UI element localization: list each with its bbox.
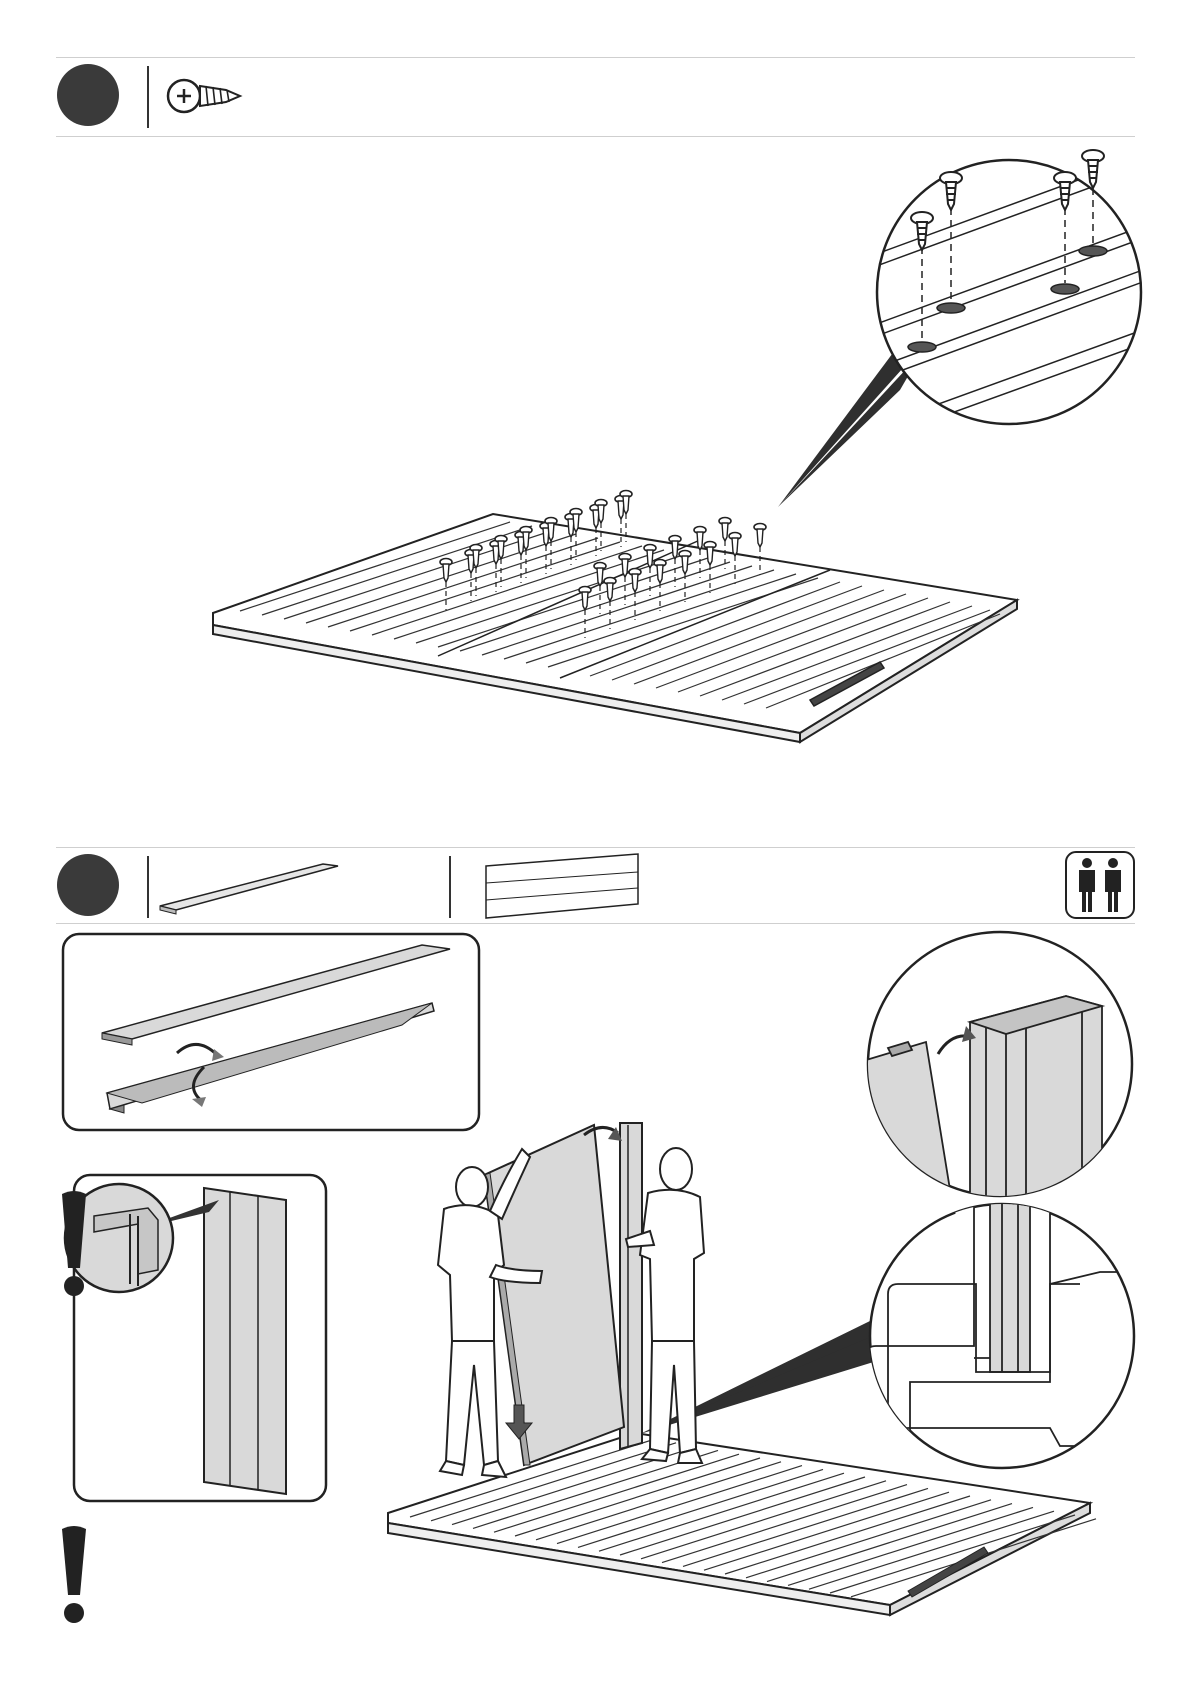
step-2-separator-1	[147, 856, 149, 918]
panel-orientation-warning-inset	[54, 1174, 328, 1504]
two-people-raising-panel	[380, 1115, 1100, 1625]
floor-base-with-screws	[0, 0, 1192, 760]
exclamation-icon	[58, 1525, 90, 1625]
step-2-badge	[57, 854, 119, 916]
strip-flip-inset	[62, 933, 482, 1133]
exclamation-icon	[58, 1190, 90, 1300]
wall-panel-icon	[484, 852, 640, 920]
floor-strip-icon	[158, 858, 343, 918]
step-2-top-rule	[56, 847, 1135, 848]
two-people-icon	[1065, 851, 1135, 919]
step-2-header-rule	[56, 923, 1135, 924]
step-2-separator-2	[449, 856, 451, 918]
